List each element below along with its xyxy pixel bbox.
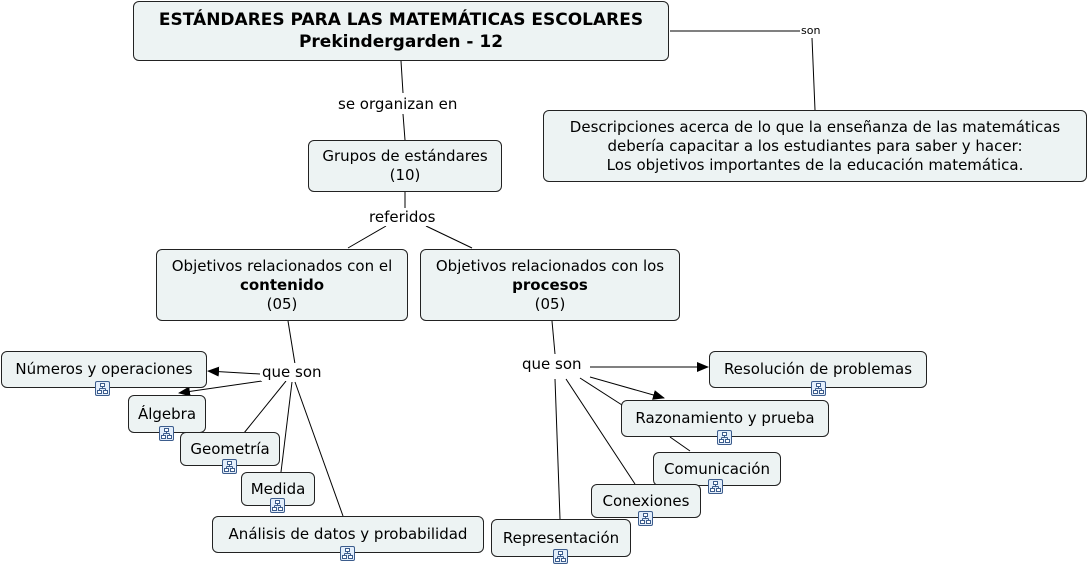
connector-razonamiento-comunicacion: [669, 436, 691, 452]
submap-link-icon[interactable]: [553, 549, 568, 564]
description-line-2: debería capacitar a los estudiantes para…: [607, 136, 1023, 155]
submap-link-icon[interactable]: [717, 430, 732, 445]
item-label: Razonamiento y prueba: [635, 409, 815, 427]
connector-referidos-contenido: [347, 225, 387, 249]
root-subtitle: Prekindergarden - 12: [298, 32, 504, 52]
connector-root-organizan: [400, 60, 404, 94]
procesos-line-1: Objetivos relacionados con los: [435, 256, 665, 275]
connector-queson-medida: [280, 381, 293, 473]
connector-organizan-groups: [402, 113, 406, 141]
item-label: Representación: [502, 528, 620, 547]
groups-count: (10): [389, 166, 421, 184]
connector-referidos-procesos: [425, 225, 473, 249]
submap-link-icon[interactable]: [95, 381, 110, 396]
submap-link-icon[interactable]: [222, 459, 237, 474]
groups-concept[interactable]: Grupos de estándares (10): [308, 140, 502, 192]
contenido-keyword: contenido: [239, 275, 325, 294]
description-line-3: Los objetivos importantes de la educació…: [606, 155, 1024, 174]
item-razonamiento-prueba[interactable]: Razonamiento y prueba: [621, 400, 829, 437]
submap-link-icon[interactable]: [638, 511, 653, 526]
description-concept[interactable]: Descripciones acerca de lo que la enseña…: [543, 110, 1087, 182]
connector-queson-representacion: [554, 378, 561, 520]
connector-queson-algebra: [178, 380, 263, 397]
procesos-concept[interactable]: Objetivos relacionados con los procesos …: [420, 249, 680, 321]
root-title: ESTÁNDARES PARA LAS MATEMÁTICAS ESCOLARE…: [158, 10, 644, 30]
connector-son-description: [811, 37, 816, 111]
item-algebra[interactable]: Álgebra: [128, 395, 206, 433]
connector-queson-numeros: [207, 366, 261, 377]
item-label: Comunicación: [664, 459, 770, 478]
connector-queson-razonamiento: [589, 376, 665, 400]
groups-label: Grupos de estándares: [322, 147, 488, 165]
submap-link-icon[interactable]: [340, 546, 355, 561]
root-concept[interactable]: ESTÁNDARES PARA LAS MATEMÁTICAS ESCOLARE…: [133, 1, 669, 61]
item-label: Medida: [250, 479, 306, 498]
connector-queson-analisis: [294, 381, 344, 517]
item-label: Conexiones: [602, 491, 690, 510]
item-label: Números y operaciones: [15, 360, 193, 378]
submap-link-icon[interactable]: [811, 381, 826, 396]
procesos-keyword: procesos: [512, 275, 588, 294]
submap-link-icon[interactable]: [159, 426, 174, 441]
item-label: Análisis de datos y probabilidad: [228, 525, 468, 543]
connector-procesos-queson: [551, 320, 556, 355]
connector-queson-conexiones: [565, 378, 636, 485]
contenido-line-1: Objetivos relacionados con el: [171, 256, 393, 275]
item-geometria[interactable]: Geometría: [180, 432, 280, 466]
item-label: Geometría: [190, 439, 270, 458]
link-label-se-organizan-en: se organizan en: [337, 95, 459, 113]
description-line-1: Descripciones acerca de lo que la enseña…: [569, 117, 1061, 136]
item-label: Resolución de problemas: [723, 360, 913, 378]
connector-contenido-queson: [287, 320, 296, 365]
link-label-que-son-procesos: que son: [521, 355, 583, 373]
procesos-count: (05): [534, 294, 566, 313]
submap-link-icon[interactable]: [270, 498, 285, 513]
item-label: Álgebra: [137, 404, 197, 423]
link-label-que-son-contenido: que son: [261, 363, 323, 381]
link-label-referidos: referidos: [368, 208, 437, 226]
connector-queson-geometria: [243, 380, 287, 434]
submap-link-icon[interactable]: [708, 479, 723, 494]
contenido-count: (05): [266, 294, 298, 313]
connector-queson-comunicacion: [579, 377, 623, 406]
contenido-concept[interactable]: Objetivos relacionados con el contenido …: [156, 249, 408, 321]
link-label-son: son: [800, 24, 822, 37]
